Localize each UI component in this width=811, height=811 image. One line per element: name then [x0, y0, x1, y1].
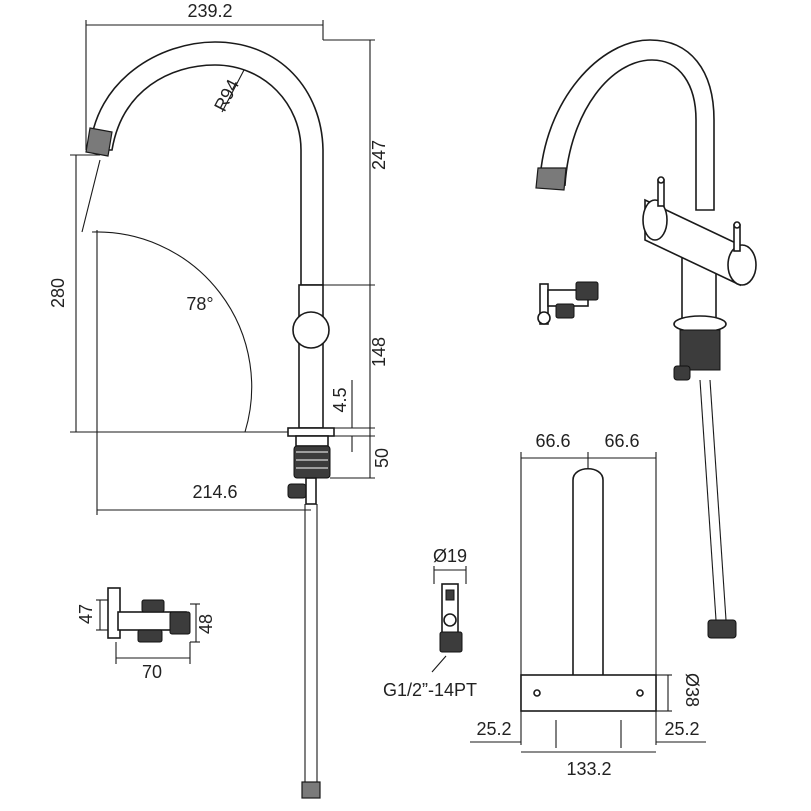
dim-valve-height-left: 47	[76, 604, 96, 624]
dim-thread: G1/2”-14PT	[383, 680, 477, 700]
dim-overall-width: 133.2	[566, 759, 611, 779]
dim-connector-diameter: Ø19	[433, 546, 467, 566]
side-view: 239.2 R94 247 148 4.5 50	[48, 1, 392, 799]
dim-top-width: 239.2	[187, 1, 232, 21]
front-view: 66.6 66.6 Ø38 25.2 25.2 133.2	[470, 431, 706, 779]
dim-half-width-right: 66.6	[604, 431, 639, 451]
dim-body-height: 148	[369, 337, 389, 367]
dim-base-diameter: Ø38	[682, 673, 702, 707]
dim-half-width-left: 66.6	[535, 431, 570, 451]
dim-offset-right: 25.2	[664, 719, 699, 739]
dim-total-height: 280	[48, 278, 68, 308]
dim-angle: 78°	[186, 294, 213, 314]
dim-base-thickness: 4.5	[330, 387, 350, 412]
dim-reach: 214.6	[192, 482, 237, 502]
dim-valve-height-right: 48	[196, 614, 216, 634]
connector-detail: Ø19 G1/2”-14PT	[383, 546, 477, 700]
dim-spout-height: 247	[369, 140, 389, 170]
iso-view	[535, 39, 757, 639]
dim-shank-length: 50	[372, 448, 392, 468]
valve-detail: 47 48 70	[76, 587, 216, 682]
dim-offset-left: 25.2	[476, 719, 511, 739]
dim-valve-width: 70	[142, 662, 162, 682]
